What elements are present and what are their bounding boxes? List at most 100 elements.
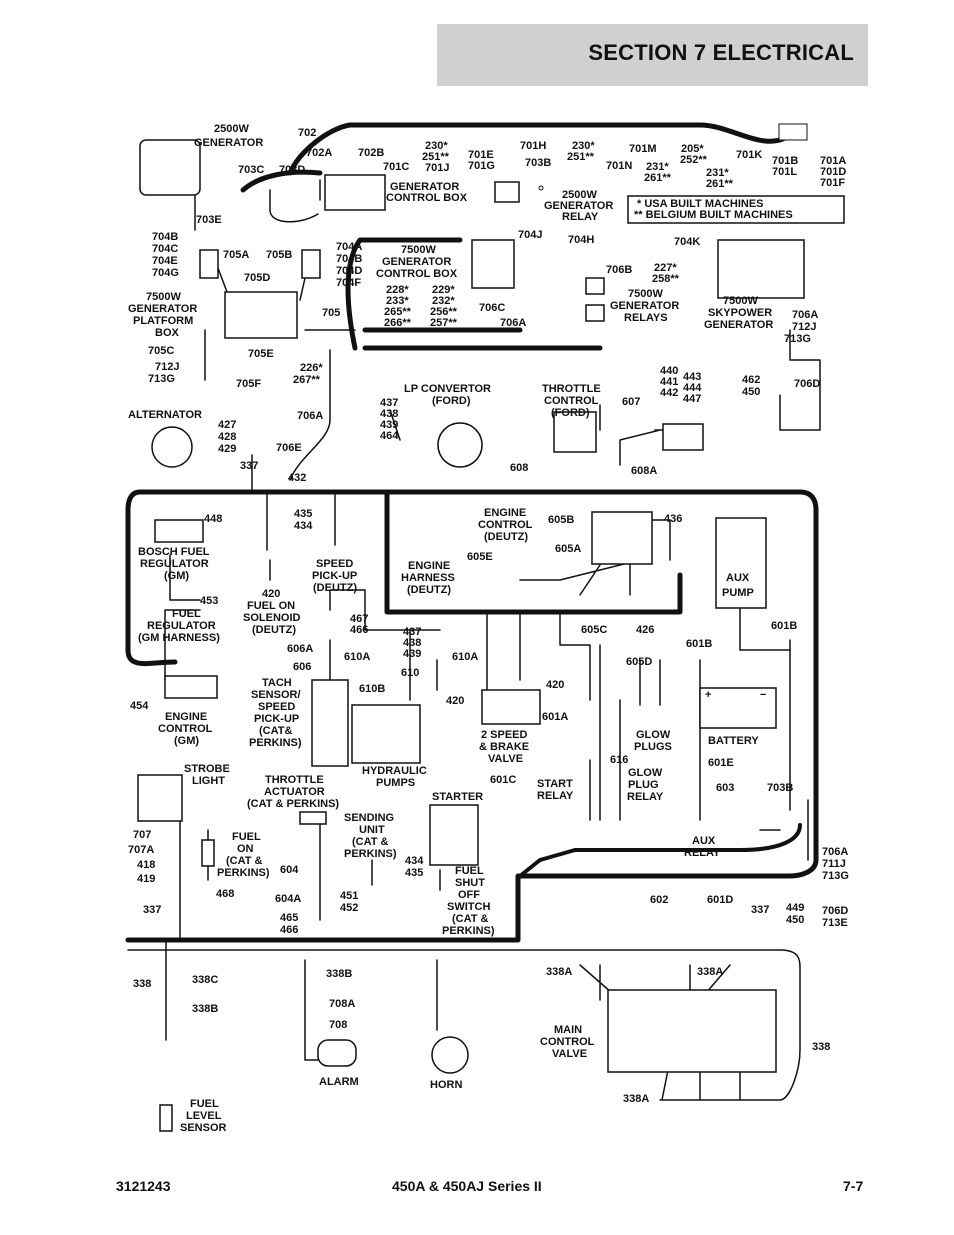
svg-text:701B: 701B <box>772 155 798 167</box>
svg-text:704B: 704B <box>336 253 362 265</box>
svg-text:429: 429 <box>218 443 236 455</box>
svg-text:701D: 701D <box>820 166 846 178</box>
svg-text:443: 443 <box>683 371 701 383</box>
svg-text:706D: 706D <box>822 905 848 917</box>
svg-text:FUEL ON: FUEL ON <box>247 600 295 612</box>
relay-7500-b <box>585 304 605 322</box>
svg-text:REGULATOR: REGULATOR <box>147 620 216 632</box>
svg-text:713E: 713E <box>822 917 848 929</box>
svg-text:SENSOR/: SENSOR/ <box>251 689 301 701</box>
svg-text:SKYPOWER: SKYPOWER <box>708 307 772 319</box>
main-harness-loop <box>240 122 788 193</box>
svg-text:442: 442 <box>660 387 678 399</box>
svg-text:465: 465 <box>280 912 298 924</box>
svg-text:PUMPS: PUMPS <box>376 777 415 789</box>
svg-text:PLATFORM: PLATFORM <box>133 315 193 327</box>
svg-text:7500W: 7500W <box>723 295 758 307</box>
svg-text:454: 454 <box>130 700 149 712</box>
engine-control-deutz <box>591 511 653 565</box>
svg-text:706A: 706A <box>297 410 323 422</box>
svg-text:(CAT &: (CAT & <box>226 855 263 867</box>
fuel-on-cat <box>201 839 215 867</box>
svg-text:PICK-UP: PICK-UP <box>254 713 299 725</box>
svg-text:337: 337 <box>751 904 769 916</box>
svg-text:GENERATOR: GENERATOR <box>382 256 451 268</box>
platform-box-7500 <box>199 249 219 279</box>
svg-text:7500W: 7500W <box>401 244 436 256</box>
svg-text:713G: 713G <box>148 373 175 385</box>
svg-text:605C: 605C <box>581 624 607 636</box>
svg-text:256**: 256** <box>430 306 458 318</box>
svg-text:706A: 706A <box>822 846 848 858</box>
svg-text:601D: 601D <box>707 894 733 906</box>
section-title: SECTION 7 ELECTRICAL <box>588 40 854 65</box>
svg-text:338B: 338B <box>326 968 352 980</box>
svg-text:605D: 605D <box>626 656 652 668</box>
svg-text:603: 603 <box>716 782 734 794</box>
svg-text:265**: 265** <box>384 306 412 318</box>
svg-text:GENERATOR: GENERATOR <box>544 200 613 212</box>
svg-text:231*: 231* <box>706 167 729 179</box>
svg-text:2500W: 2500W <box>562 189 597 201</box>
svg-text:337: 337 <box>143 904 161 916</box>
svg-text:706E: 706E <box>276 442 302 454</box>
svg-text:435: 435 <box>294 508 312 520</box>
svg-text:420: 420 <box>446 695 464 707</box>
svg-text:608: 608 <box>510 462 528 474</box>
svg-text:THROTTLE: THROTTLE <box>542 383 601 395</box>
svg-text:705E: 705E <box>248 348 274 360</box>
svg-text:436: 436 <box>664 513 682 525</box>
hydraulic-pumps <box>351 704 421 764</box>
svg-text:233*: 233* <box>386 295 409 307</box>
svg-text:712J: 712J <box>792 321 816 333</box>
platform-box-body <box>224 291 298 339</box>
svg-text:605A: 605A <box>555 543 581 555</box>
svg-text:CONTROL BOX: CONTROL BOX <box>386 192 468 204</box>
svg-text:601E: 601E <box>708 757 734 769</box>
svg-text:705B: 705B <box>266 249 292 261</box>
alarm <box>317 1039 357 1067</box>
svg-text:(GM): (GM) <box>174 735 199 747</box>
svg-text:338C: 338C <box>192 974 218 986</box>
svg-text:(FORD): (FORD) <box>551 407 590 419</box>
svg-text:451: 451 <box>340 890 358 902</box>
svg-text:450: 450 <box>742 386 760 398</box>
generator-2500w <box>139 139 201 196</box>
svg-text:701E: 701E <box>468 149 494 161</box>
svg-text:MAIN: MAIN <box>554 1024 582 1036</box>
horn <box>431 1036 469 1074</box>
svg-text:705F: 705F <box>236 378 261 390</box>
relay-7500-a <box>585 277 605 295</box>
svg-text:ACTUATOR: ACTUATOR <box>264 786 325 798</box>
svg-text:267**: 267** <box>293 374 321 386</box>
svg-text:704B: 704B <box>152 231 178 243</box>
svg-text:605E: 605E <box>467 551 493 563</box>
svg-text:STARTER: STARTER <box>432 791 483 803</box>
svg-text:227*: 227* <box>654 262 677 274</box>
svg-text:PUMP: PUMP <box>722 587 754 599</box>
svg-text:419: 419 <box>137 873 155 885</box>
svg-text:439: 439 <box>403 648 421 660</box>
svg-text:338: 338 <box>812 1041 830 1053</box>
svg-text:428: 428 <box>218 431 236 443</box>
svg-text:703E: 703E <box>196 214 222 226</box>
svg-text:BATTERY: BATTERY <box>708 735 759 747</box>
svg-text:STROBE: STROBE <box>184 763 230 775</box>
svg-text:CONTROL: CONTROL <box>540 1036 595 1048</box>
svg-text:(CAT &: (CAT & <box>352 836 389 848</box>
page-number: 7-7 <box>843 1178 864 1194</box>
svg-text:THROTTLE: THROTTLE <box>265 774 324 786</box>
svg-text:LEVEL: LEVEL <box>186 1110 222 1122</box>
lbl-2500w-generator: 2500W <box>214 123 249 135</box>
svg-text:435: 435 <box>405 867 423 879</box>
svg-text:438: 438 <box>380 408 398 420</box>
svg-text:703C: 703C <box>238 164 264 176</box>
svg-text:(GM): (GM) <box>164 570 189 582</box>
svg-text:261**: 261** <box>644 172 672 184</box>
svg-text:601A: 601A <box>542 711 568 723</box>
svg-text:704K: 704K <box>674 236 700 248</box>
svg-text:713G: 713G <box>784 333 811 345</box>
svg-text:228*: 228* <box>386 284 409 296</box>
svg-text:706B: 706B <box>606 264 632 276</box>
